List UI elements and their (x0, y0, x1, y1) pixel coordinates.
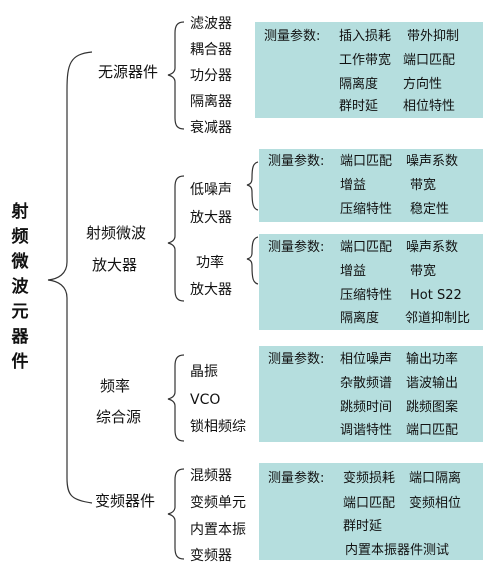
item-pll: 锁相频综 (190, 419, 246, 435)
param: 带宽 (410, 178, 437, 193)
param: 邻道抑制比 (405, 311, 471, 326)
amplifier-brace (167, 175, 185, 302)
item-crystal: 晶振 (190, 364, 218, 380)
item-divider: 功分器 (190, 68, 232, 84)
param: 端口匹配 (340, 240, 393, 255)
param: 工作带宽 (339, 53, 392, 68)
param: 增益 (340, 264, 367, 279)
synth-brace (167, 354, 185, 442)
param: 隔离度 (339, 77, 379, 92)
passive-params-box: 测量参数: 插入损耗 带外抑制 工作带宽 端口匹配 隔离度 方向性 群时延 相位… (255, 22, 483, 118)
item-pa-line2: 放大器 (190, 282, 232, 298)
param: 相位噪声 (340, 352, 393, 367)
params-label: 测量参数: (268, 352, 325, 367)
pa-brace (246, 236, 259, 285)
category-passive: 无源器件 (98, 63, 159, 81)
item-coupler: 耦合器 (190, 42, 232, 58)
param: 变频相位 (409, 496, 462, 511)
param: 杂散频谱 (340, 376, 393, 391)
param: 端口匹配 (340, 154, 393, 169)
param: 端口隔离 (409, 471, 462, 486)
param: 方向性 (403, 77, 443, 92)
item-lna-line1: 低噪声 (190, 182, 232, 198)
params-label: 测量参数: (268, 240, 325, 255)
param: 调谐特性 (340, 423, 393, 438)
param: Hot S22 (410, 288, 462, 303)
root-label: 射频微波元器件 (11, 202, 29, 372)
main-brace (47, 51, 93, 504)
param: 端口匹配 (406, 423, 459, 438)
category-mixer: 变频器件 (95, 492, 156, 510)
item-lo: 内置本振 (190, 522, 246, 538)
param: 跳频时间 (340, 400, 393, 415)
param: 跳频图案 (406, 400, 459, 415)
param: 谐波输出 (406, 376, 459, 391)
mixer-brace (167, 468, 185, 560)
pa-params-box: 测量参数: 端口匹配 噪声系数 增益 带宽 压缩特性 Hot S22 隔离度 邻… (259, 234, 483, 330)
param: 输出功率 (406, 352, 459, 367)
param: 相位特性 (403, 99, 456, 114)
category-synth-line2: 综合源 (96, 408, 142, 426)
category-amplifier-line2: 放大器 (92, 256, 138, 274)
item-converter: 变频单元 (190, 495, 246, 511)
item-vco: VCO (190, 392, 221, 408)
params-label: 测量参数: (268, 471, 325, 486)
lna-params-box: 测量参数: 端口匹配 噪声系数 增益 带宽 压缩特性 稳定性 (259, 149, 483, 222)
item-pa-line1: 功率 (196, 255, 224, 271)
param-last: 内置本振器件测试 (345, 543, 450, 558)
param: 噪声系数 (406, 154, 459, 169)
category-amplifier-line1: 射频微波 (86, 224, 147, 242)
item-lna-line2: 放大器 (190, 210, 232, 226)
param: 群时延 (343, 519, 383, 534)
item-freq-converter: 变频器 (190, 548, 232, 564)
param: 端口匹配 (343, 496, 396, 511)
param: 带宽 (410, 264, 437, 279)
passive-brace (167, 21, 185, 130)
item-isolator: 隔离器 (190, 94, 232, 110)
synth-params-box: 测量参数: 相位噪声 输出功率 杂散频谱 谐波输出 跳频时间 跳频图案 调谐特性… (259, 346, 483, 442)
params-label: 测量参数: (268, 154, 325, 169)
item-attenuator: 衰减器 (190, 120, 232, 136)
mixer-params-box: 测量参数: 变频损耗 端口隔离 端口匹配 变频相位 群时延 内置本振器件测试 (259, 463, 483, 560)
param: 隔离度 (340, 311, 380, 326)
param: 压缩特性 (340, 288, 393, 303)
param: 带外抑制 (407, 29, 460, 44)
param: 群时延 (339, 99, 379, 114)
params-label: 测量参数: (264, 29, 321, 44)
lna-brace (246, 161, 259, 211)
param: 变频损耗 (343, 471, 396, 486)
param: 稳定性 (410, 202, 450, 217)
item-filter: 滤波器 (190, 16, 232, 32)
param: 噪声系数 (406, 240, 459, 255)
param: 端口匹配 (403, 53, 456, 68)
item-mixer: 混频器 (190, 468, 232, 484)
param: 压缩特性 (340, 202, 393, 217)
category-synth-line1: 频率 (100, 377, 131, 395)
param: 插入损耗 (339, 29, 392, 44)
param: 增益 (340, 178, 367, 193)
